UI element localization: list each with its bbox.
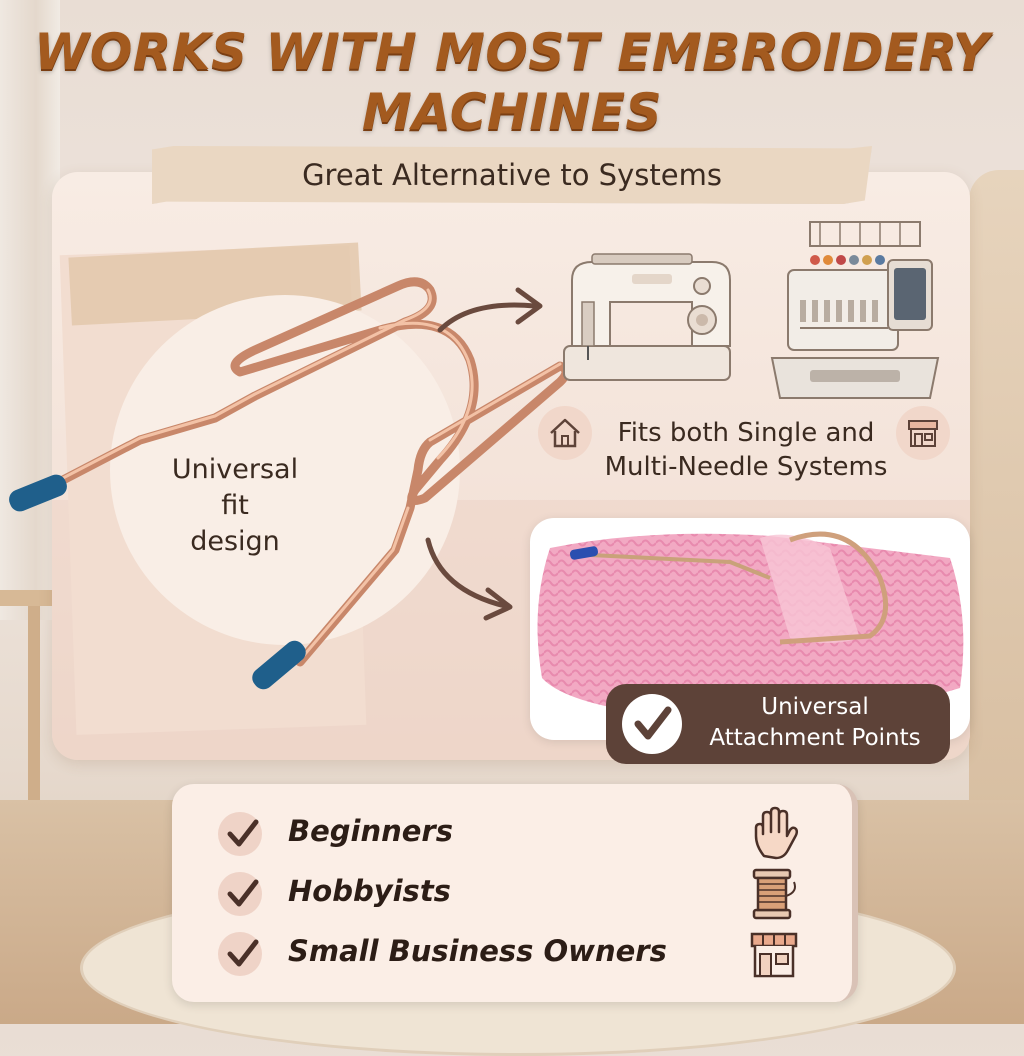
storefront-icon xyxy=(908,420,938,447)
attach-check-circle xyxy=(622,694,682,754)
attach-line-1: Universal xyxy=(761,694,869,720)
checkmark-icon xyxy=(634,706,672,740)
attach-line-2: Attachment Points xyxy=(709,725,921,751)
check-circle xyxy=(218,932,262,976)
checkmark-icon xyxy=(227,879,259,907)
fit-label-line-3: design xyxy=(190,526,280,557)
knitted-fabric-illustration xyxy=(537,531,964,720)
arrows-overlay xyxy=(425,287,543,621)
audience-panel xyxy=(172,784,858,1002)
fits-line-2: Multi-Needle Systems xyxy=(604,452,888,482)
fit-label-line-1: Universal xyxy=(171,454,299,485)
house-badge xyxy=(538,406,592,460)
arrow-to-machines-icon xyxy=(437,302,538,333)
thread-spool-icon xyxy=(752,868,796,920)
house-icon xyxy=(550,418,580,448)
checkmark-icon xyxy=(227,939,259,967)
universal-fit-label: Universal fit design xyxy=(150,452,320,560)
storefront-icon xyxy=(750,932,798,978)
list-item: Hobbyists xyxy=(218,868,818,920)
audience-label: Small Business Owners xyxy=(288,934,667,968)
title-line-2: MACHINES xyxy=(361,83,663,141)
fits-systems-label: Fits both Single and Multi-Needle System… xyxy=(596,416,896,484)
shelf-background xyxy=(969,170,1024,810)
attachment-points-text: Universal Attachment Points xyxy=(690,692,940,754)
subtitle-banner-text: Great Alternative to Systems xyxy=(302,158,722,192)
attachment-points-badge: Universal Attachment Points xyxy=(606,684,950,764)
table-background xyxy=(0,590,55,606)
title-line-1: WORKS WITH MOST EMBROIDERY xyxy=(34,23,990,81)
subtitle-banner xyxy=(152,146,872,204)
sewing-machine-icon xyxy=(563,253,731,381)
hook-on-fabric-photo xyxy=(530,518,970,740)
embroidery-machine-icon xyxy=(770,221,940,399)
curtain-background xyxy=(0,0,60,620)
list-item: Small Business Owners xyxy=(218,930,818,978)
fits-line-1: Fits both Single and xyxy=(617,418,875,448)
list-item: Beginners xyxy=(218,806,818,860)
fit-label-line-2: fit xyxy=(221,490,249,521)
page-title: WORKS WITH MOST EMBROIDERY MACHINES xyxy=(0,22,1024,142)
audience-label: Hobbyists xyxy=(288,874,451,908)
checkmark-icon xyxy=(227,819,259,847)
arrow-to-photo-icon xyxy=(425,537,508,609)
storefront-badge xyxy=(896,406,950,460)
check-circle xyxy=(218,812,262,856)
fit-circle xyxy=(110,295,460,645)
hand-icon xyxy=(754,806,799,860)
audience-label: Beginners xyxy=(288,814,453,848)
check-circle xyxy=(218,872,262,916)
